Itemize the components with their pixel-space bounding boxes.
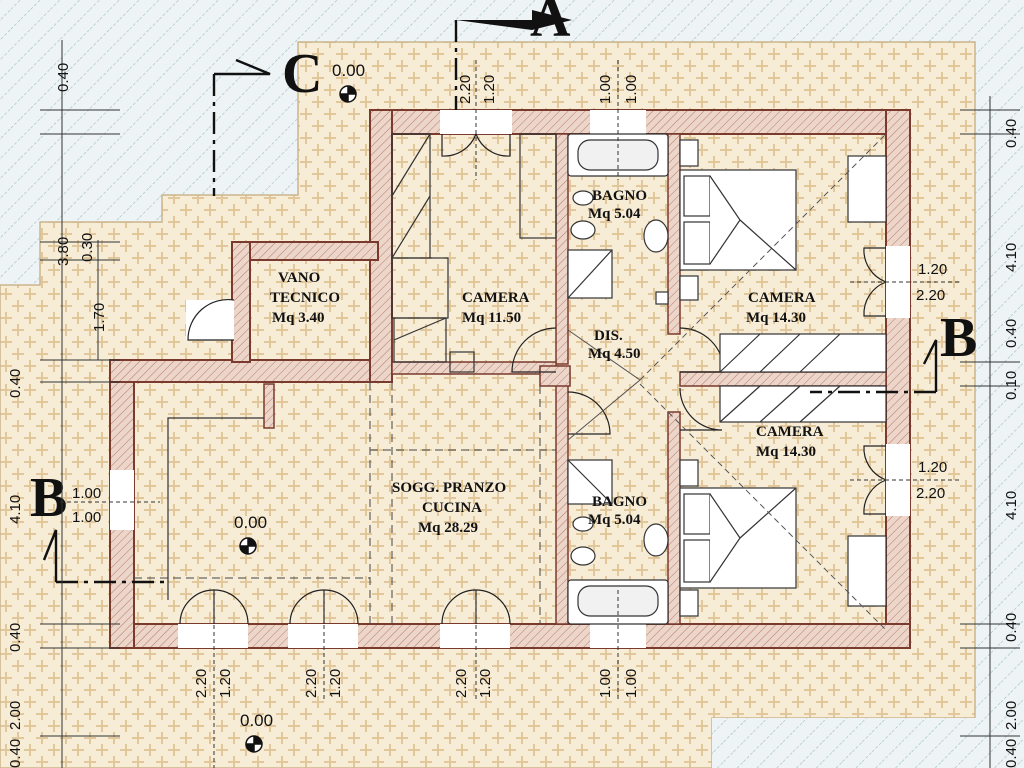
dim-right-1: 4.10 bbox=[1003, 243, 1020, 272]
dim-left-6: 0.40 bbox=[7, 623, 24, 652]
room-dis-area: Mq 4.50 bbox=[588, 346, 641, 362]
room-soggiorno-name-2: CUCINA bbox=[422, 500, 482, 516]
room-camera-3-name: CAMERA bbox=[756, 424, 824, 440]
dim-right-0: 0.40 bbox=[1003, 119, 1020, 148]
opening-dims-bottom: 1.20 2.20 1.20 2.20 1.20 2.20 1.00 1.00 bbox=[193, 669, 640, 698]
diagonal-line-dis bbox=[567, 329, 641, 441]
dim-right-6: 2.00 bbox=[1003, 701, 1020, 730]
dim-right-7: 0.40 bbox=[1003, 739, 1020, 768]
section-c-label: C bbox=[282, 43, 322, 105]
section-c-arrow bbox=[214, 58, 271, 76]
diagonal-line-lower bbox=[639, 383, 887, 631]
level-top-text: 0.00 bbox=[332, 61, 365, 80]
section-b-right-arrow bbox=[922, 339, 938, 392]
bottom1-w: 1.20 bbox=[217, 669, 234, 698]
door-swings bbox=[179, 133, 887, 625]
dashed-lines bbox=[134, 382, 556, 624]
room-camera-1-area: Mq 11.50 bbox=[462, 310, 521, 326]
section-lines bbox=[56, 20, 936, 584]
level-living-text: 0.00 bbox=[234, 513, 267, 532]
section-b-left-arrow bbox=[42, 529, 58, 582]
dim-chain-left bbox=[40, 40, 120, 768]
dim-left-5: 4.10 bbox=[7, 495, 24, 524]
right-lower-w: 1.20 bbox=[918, 459, 947, 476]
level-marker-living bbox=[239, 537, 257, 555]
dim-left-0: 0.40 bbox=[55, 63, 72, 92]
dim-text-left: 0.40 3.80 0.30 1.70 0.40 4.10 0.40 2.00 … bbox=[7, 63, 108, 768]
room-bagno-1-area: Mq 5.04 bbox=[588, 206, 641, 222]
top-win-h: 1.00 bbox=[597, 75, 614, 104]
interior-walls bbox=[263, 133, 887, 625]
room-vano-tecnico-name-1: VANO bbox=[278, 270, 320, 286]
room-vano-tecnico-name-2: TECNICO bbox=[270, 290, 340, 306]
bottom2-h: 2.20 bbox=[303, 669, 320, 698]
bottom-win-h: 1.00 bbox=[597, 669, 614, 698]
dim-left-7: 2.00 bbox=[7, 701, 24, 730]
bottom2-w: 1.20 bbox=[327, 669, 344, 698]
room-soggiorno-name-1: SOGG. PRANZO bbox=[392, 480, 506, 496]
opening-dims-top: 1.20 2.20 1.00 1.00 bbox=[457, 75, 640, 104]
terrain-corner bbox=[712, 718, 1024, 768]
dim-right-2: 0.40 bbox=[1003, 319, 1020, 348]
bottom3-w: 1.20 bbox=[477, 669, 494, 698]
bottom3-h: 2.20 bbox=[453, 669, 470, 698]
dim-left-3: 1.70 bbox=[91, 303, 108, 332]
dim-right-4: 4.10 bbox=[1003, 491, 1020, 520]
room-vano-tecnico-area: Mq 3.40 bbox=[272, 310, 325, 326]
dim-left-4: 0.40 bbox=[7, 369, 24, 398]
wardrobe-camera-1 bbox=[391, 133, 557, 373]
level-marker-top bbox=[339, 85, 357, 103]
room-camera-1-name: CAMERA bbox=[462, 290, 530, 306]
wall-openings bbox=[110, 110, 910, 648]
dim-left-1: 3.80 bbox=[55, 237, 72, 266]
dim-left-2: 0.30 bbox=[79, 233, 96, 262]
bathroom-fixtures bbox=[567, 133, 669, 625]
top-door-w: 1.20 bbox=[481, 75, 498, 104]
room-bagno-2-area: Mq 5.04 bbox=[588, 512, 641, 528]
room-camera-2-area: Mq 14.30 bbox=[746, 310, 806, 326]
section-a-label: A bbox=[530, 0, 571, 49]
level-marker-bottom bbox=[245, 735, 263, 753]
bottom-win-w: 1.00 bbox=[623, 669, 640, 698]
section-b-right-label: B bbox=[940, 307, 977, 369]
top-door-h: 2.20 bbox=[457, 75, 474, 104]
dim-right-5: 0.40 bbox=[1003, 613, 1020, 642]
left-win-w: 1.00 bbox=[72, 485, 101, 502]
room-bagno-1-name: BAGNO bbox=[592, 188, 647, 204]
right-lower-h: 2.20 bbox=[916, 485, 945, 502]
bottom1-h: 2.20 bbox=[193, 669, 210, 698]
room-dis-name: DIS. bbox=[594, 328, 623, 344]
section-b-left-label: B bbox=[30, 467, 67, 529]
living-inner-wall bbox=[167, 417, 264, 600]
room-soggiorno-area: Mq 28.29 bbox=[418, 520, 478, 536]
diagonal-line-upper bbox=[639, 133, 887, 381]
level-bottom-text: 0.00 bbox=[240, 711, 273, 730]
room-camera-3-area: Mq 14.30 bbox=[756, 444, 816, 460]
dim-chain-right bbox=[960, 96, 1020, 768]
section-a-arrow bbox=[456, 10, 572, 30]
dim-left-8: 0.40 bbox=[7, 739, 24, 768]
dim-right-3: 0.10 bbox=[1003, 371, 1020, 400]
bottom-axes bbox=[213, 590, 619, 768]
bedroom-furniture bbox=[679, 139, 887, 617]
right-upper-w: 1.20 bbox=[918, 261, 947, 278]
dim-text-right: 0.40 4.10 0.40 0.10 4.10 0.40 2.00 0.40 bbox=[1003, 119, 1020, 768]
right-upper-h: 2.20 bbox=[916, 287, 945, 304]
room-camera-2-name: CAMERA bbox=[748, 290, 816, 306]
top-win-w: 1.00 bbox=[623, 75, 640, 104]
room-bagno-2-name: BAGNO bbox=[592, 494, 647, 510]
left-win-h: 1.00 bbox=[72, 509, 101, 526]
